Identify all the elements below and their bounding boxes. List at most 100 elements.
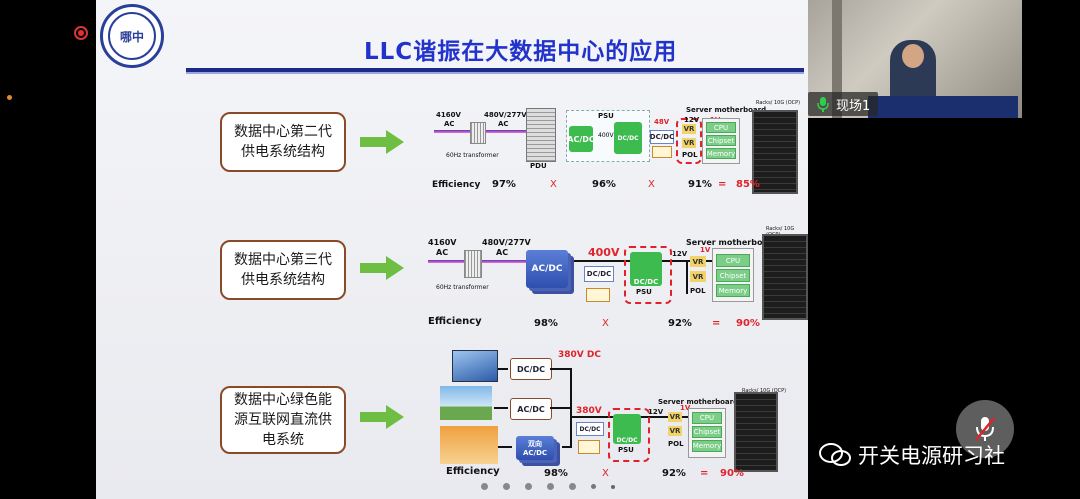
wind-turbine-image <box>440 386 492 420</box>
page-dot[interactable] <box>525 483 532 490</box>
page-dot[interactable] <box>547 483 554 490</box>
vr-block: VR <box>690 256 706 267</box>
converter-label: DC/DC <box>617 134 639 142</box>
participant-name: 现场1 <box>836 98 871 114</box>
cpu-block: CPU <box>706 122 736 133</box>
voltage-label: 1V <box>700 246 711 254</box>
page-dot[interactable] <box>503 483 510 490</box>
total-efficiency: 90% <box>736 318 760 329</box>
voltage-label-48v: 48V <box>654 118 670 126</box>
efficiency-value: 92% <box>668 318 692 329</box>
record-icon[interactable] <box>74 26 88 40</box>
voltage-label-380v: 380V <box>576 406 602 416</box>
wechat-icon <box>819 443 851 466</box>
row-label-green: 数据中心绿色能 源互联网直流供 电系统 <box>220 386 346 454</box>
pdu-icon <box>526 108 556 162</box>
bus-line <box>498 368 508 370</box>
psu-label: PSU <box>618 446 634 454</box>
transformer-icon <box>470 122 486 144</box>
equals-sign: = <box>700 468 709 479</box>
chipset-block: Chipset <box>706 135 736 146</box>
server-motherboard-label: Server motherboard <box>686 238 778 247</box>
cpu-block: CPU <box>716 254 750 267</box>
watermark-text: 开关电源研习社 <box>858 444 1005 468</box>
power-tower-image <box>440 426 498 464</box>
page-dot[interactable] <box>611 485 615 489</box>
memory-block: Memory <box>716 284 750 297</box>
vr-block: VR <box>682 124 696 134</box>
microphone-icon <box>817 97 829 112</box>
efficiency-value: 96% <box>592 179 616 190</box>
row-label-text: 数据中心第二代 供电系统结构 <box>234 124 332 160</box>
right-arrow-icon <box>360 130 404 154</box>
efficiency-label: Efficiency <box>432 180 481 190</box>
server-rack-image <box>734 392 778 472</box>
psu-dcdc-converter: DC/DC <box>630 252 662 286</box>
acdc-rack: AC/DC <box>526 250 568 288</box>
server-rack-image <box>762 234 808 320</box>
voltage-label: 12V <box>648 408 664 416</box>
title-divider <box>186 68 804 72</box>
efficiency-value: 97% <box>492 179 516 190</box>
watermark: 开关电源研习社 <box>818 440 1005 470</box>
dcdc-small: DC/DC <box>650 130 674 144</box>
total-efficiency: 85% <box>736 179 760 190</box>
page-dot[interactable] <box>591 484 596 489</box>
ac-label: AC <box>498 120 509 128</box>
wall-panel <box>832 0 842 118</box>
voltage-label-380v-dc: 380V DC <box>558 350 601 360</box>
diagram-gen2: 4160V AC 480V/277V AC 60Hz transformer P… <box>426 100 806 195</box>
voltage-label: 480V/277V <box>482 238 531 247</box>
bus-line <box>550 407 570 409</box>
power-line <box>428 260 536 263</box>
efficiency-value: 92% <box>662 468 686 479</box>
page-dot[interactable] <box>481 483 488 490</box>
acdc-converter: AC/DC <box>567 126 595 152</box>
memory-block: Memory <box>706 148 736 159</box>
voltage-label: 12V <box>684 116 700 124</box>
mute-toggle-button[interactable] <box>956 400 1014 458</box>
efficiency-label: Efficiency <box>428 316 482 327</box>
row-label-gen3: 数据中心第三代 供电系统结构 <box>220 240 346 300</box>
multiply-sign: X <box>602 318 609 329</box>
multiply-sign: X <box>648 179 655 190</box>
bus-line <box>494 407 508 409</box>
vr-highlight <box>676 118 702 164</box>
bus-line <box>686 260 688 294</box>
orange-dot-icon <box>7 95 12 100</box>
logo-text: 哪中 <box>108 12 156 60</box>
multiply-sign: X <box>602 468 609 479</box>
voltage-label: 480V/277V <box>484 111 527 119</box>
battery-icon <box>652 146 672 158</box>
speaker-face <box>902 44 924 68</box>
rack-label: Racks/ 10G (OCP) <box>742 388 787 394</box>
solar-panel-image <box>452 350 498 382</box>
right-arrow-icon <box>360 256 404 280</box>
transformer-label: 60Hz transformer <box>446 152 499 159</box>
vr-block: VR <box>668 426 682 436</box>
acdc-converter: AC/DC <box>510 398 552 420</box>
battery-icon <box>578 440 600 454</box>
server-rack-image <box>752 110 798 194</box>
rack-label: Racks/ 10G (OCP) <box>756 100 801 106</box>
vr-block: VR <box>690 271 706 282</box>
dcdc-converter: DC/DC <box>614 122 642 154</box>
presentation-slide: 哪中 LLC谐振在大数据中心的应用 数据中心第二代 供电系统结构 数据中心第三代… <box>96 0 808 499</box>
bus-line <box>562 446 570 448</box>
page-dot[interactable] <box>569 483 576 490</box>
ac-label: AC <box>496 248 509 257</box>
vr-block: VR <box>668 412 682 422</box>
equals-sign: = <box>712 318 721 329</box>
pol-label: POL <box>690 287 706 295</box>
converter-label: AC/DC <box>522 449 548 457</box>
psu-highlight <box>624 246 672 304</box>
server-motherboard-label: Server motherboard <box>658 398 739 406</box>
voltage-label: 1V <box>680 404 691 412</box>
efficiency-value: 98% <box>534 318 558 329</box>
ac-label: AC <box>436 248 449 257</box>
voltage-label: 4160V <box>428 238 457 247</box>
bidirectional-label: 双向 <box>528 440 542 448</box>
psu-highlight <box>608 408 650 462</box>
